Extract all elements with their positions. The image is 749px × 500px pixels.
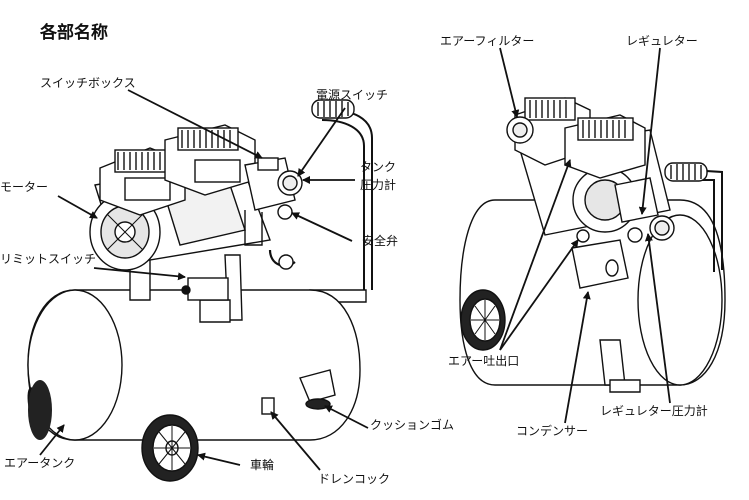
- right-compressor: [459, 97, 726, 393]
- right-cylinder-head-2: [564, 114, 646, 179]
- left-cushion-rubber: [305, 398, 331, 410]
- handle-grip-right: [664, 162, 708, 182]
- left-cylinder-head-1: [99, 147, 186, 216]
- label-limit-switch: リミットスイッチ: [0, 252, 97, 266]
- label-drain-cock: ドレンコック: [318, 472, 391, 486]
- left-limit-switch: [187, 277, 229, 301]
- left-cylinder-head-2: [164, 124, 256, 196]
- page-title: 各部名称: [40, 23, 108, 43]
- label-condenser: コンデンサー: [516, 424, 589, 438]
- label-motor: モーター: [0, 180, 49, 194]
- label-tank-gauge-line2: 圧力計: [360, 178, 397, 192]
- label-tank-gauge-line1: タンク: [360, 160, 397, 174]
- label-cushion-rubber: クッションゴム: [370, 418, 455, 432]
- label-switch-box: スイッチボックス: [40, 76, 136, 90]
- label-power-switch: 電源スイッチ: [316, 88, 389, 102]
- label-air-filter: エアーフィルター: [440, 34, 535, 48]
- right-regulator: [614, 177, 659, 223]
- label-safety-valve: 安全弁: [362, 234, 399, 248]
- label-regulator-gauge: レギュレター圧力計: [600, 404, 708, 418]
- leader-arrows: [39, 47, 671, 471]
- right-wheel: [460, 289, 506, 351]
- label-wheel: 車輪: [250, 458, 275, 472]
- label-air-outlet: エアー吐出口: [448, 354, 520, 368]
- handle-grip-left: [311, 99, 355, 119]
- right-air-outlet: [576, 229, 590, 243]
- label-air-tank: エアータンク: [4, 456, 76, 470]
- label-regulator: レギュレター: [626, 34, 698, 48]
- left-drain-cock: [261, 397, 275, 415]
- left-wheel: [141, 414, 199, 482]
- left-compressor: [27, 99, 373, 482]
- right-cylinder-head-1: [514, 97, 591, 166]
